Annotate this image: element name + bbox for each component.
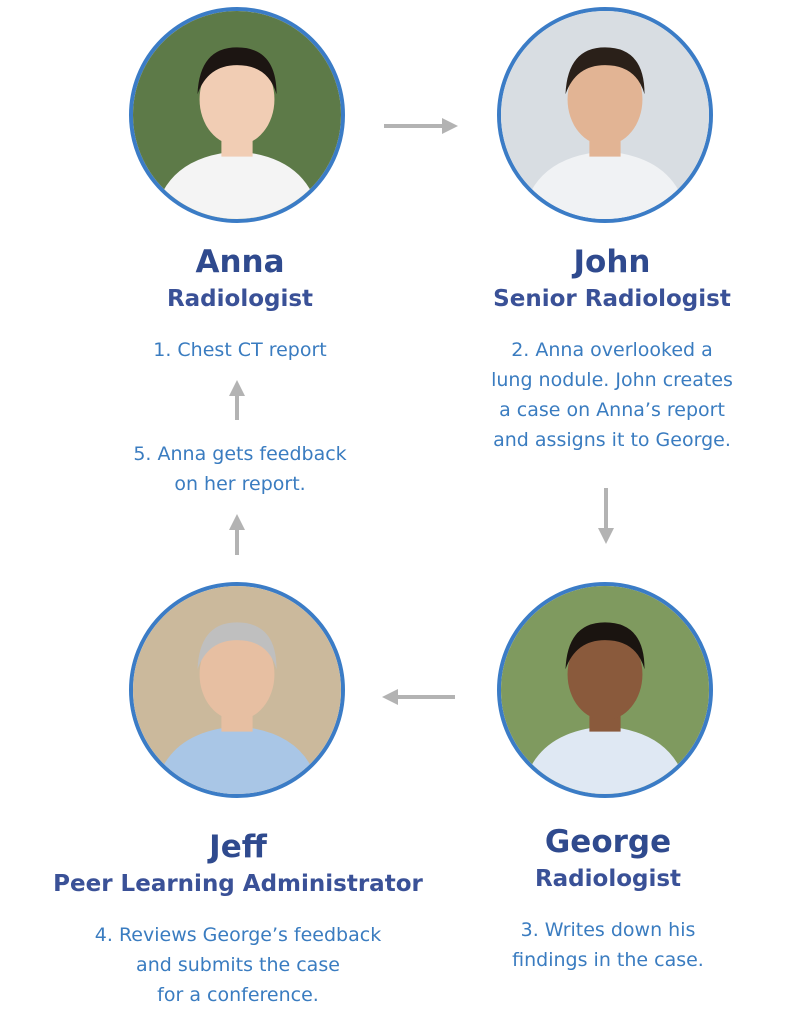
step-4-line: for a conference. bbox=[157, 984, 319, 1006]
george-role: Radiologist bbox=[534, 866, 682, 892]
george-photo bbox=[497, 582, 713, 798]
person-illustration bbox=[501, 11, 709, 219]
john-name: John bbox=[573, 244, 651, 280]
step-3-line: findings in the case. bbox=[512, 949, 704, 971]
jeff-role: Peer Learning Administrator bbox=[53, 871, 423, 897]
step-5-text: 5. Anna gets feedback on her report. bbox=[133, 439, 346, 499]
john-photo bbox=[497, 7, 713, 223]
jeff-photo bbox=[129, 582, 345, 798]
step-4-line: 4. Reviews George’s feedback bbox=[94, 924, 382, 946]
anna-photo bbox=[129, 7, 345, 223]
step-5-line: 5. Anna gets feedback bbox=[133, 443, 347, 465]
step-2-line: a case on Anna’s report bbox=[499, 399, 725, 421]
step-4-text: 4. Reviews George’s feedback and submits… bbox=[95, 920, 381, 1010]
anna-name: Anna bbox=[195, 244, 285, 280]
step-3-line: 3. Writes down his bbox=[520, 919, 696, 941]
jeff-name: Jeff bbox=[209, 829, 267, 865]
person-illustration bbox=[501, 586, 709, 794]
john-role: Senior Radiologist bbox=[493, 286, 731, 312]
step-2-line: and assigns it to George. bbox=[493, 429, 731, 451]
step-1-text: 1. Chest CT report bbox=[153, 339, 327, 361]
person-illustration bbox=[133, 11, 341, 219]
person-illustration bbox=[133, 586, 341, 794]
step-2-line: lung nodule. John creates bbox=[491, 369, 733, 391]
step-5-line: on her report. bbox=[174, 473, 306, 495]
step-4-line: and submits the case bbox=[136, 954, 340, 976]
step-2-line: 2. Anna overlooked a bbox=[511, 339, 713, 361]
george-name: George bbox=[544, 824, 672, 860]
step-2-text: 2. Anna overlooked a lung nodule. John c… bbox=[491, 335, 733, 455]
step-3-text: 3. Writes down his findings in the case. bbox=[512, 915, 704, 975]
anna-role: Radiologist bbox=[166, 286, 314, 312]
